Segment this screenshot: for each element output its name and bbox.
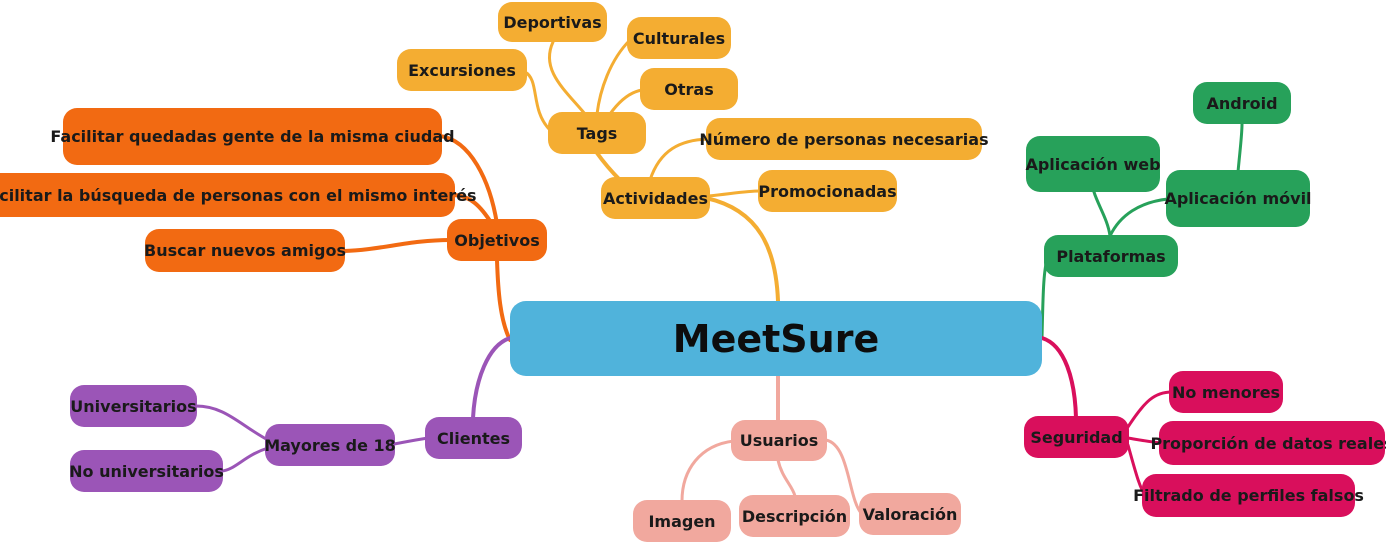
topic-usuarios[interactable]: Usuarios	[731, 420, 827, 461]
link-objetivos-amigos	[342, 238, 452, 253]
link-central-objetivos	[495, 258, 512, 342]
link-usuarios-imagen	[680, 439, 736, 503]
subtopic-android[interactable]: Android	[1193, 82, 1291, 124]
topic-plataformas[interactable]: Plataformas	[1044, 235, 1178, 277]
subtopic-aplicacion-web[interactable]: Aplicación web	[1025, 136, 1161, 192]
subtopic-valoracion[interactable]: Valoración	[859, 493, 961, 535]
subtopic-no-menores[interactable]: No menores	[1169, 371, 1283, 413]
link-central-actividades	[704, 196, 780, 303]
topic-clientes[interactable]: Clientes	[425, 417, 522, 459]
topic-tags[interactable]: Tags	[548, 112, 646, 154]
subtopic-aplicacion-movil[interactable]: Aplicación móvil	[1164, 170, 1312, 227]
subtopic-no-universitarios[interactable]: No universitarios	[69, 450, 224, 492]
subtopic-excursiones[interactable]: Excursiones	[397, 49, 527, 91]
link-actividades-promo	[706, 189, 762, 198]
subtopic-proporcion-datos[interactable]: Proporción de datos reales	[1150, 421, 1386, 465]
central-topic[interactable]: MeetSure	[510, 301, 1042, 376]
topic-actividades[interactable]: Actividades	[601, 177, 710, 219]
link-seguridad-nomenores	[1124, 390, 1174, 432]
link-tags-deportivas	[547, 40, 587, 116]
link-central-seguridad	[1040, 336, 1078, 420]
subtopic-numero-personas[interactable]: Número de personas necesarias	[699, 118, 989, 160]
link-central-clientes	[471, 336, 512, 420]
link-plataformas-movil	[1108, 197, 1170, 238]
subtopic-promocionadas[interactable]: Promocionadas	[758, 170, 897, 212]
link-objetivos-quedadas	[438, 134, 499, 226]
link-actividades-tags	[595, 151, 622, 182]
subtopic-descripcion[interactable]: Descripción	[739, 495, 850, 537]
link-tags-excursiones	[523, 70, 552, 132]
link-mayores-universitarios	[194, 404, 270, 442]
subtopic-filtrado-perfiles[interactable]: Filtrado de perfiles falsos	[1133, 474, 1364, 517]
subtopic-facilitar-busqueda[interactable]: Facilitar la búsqueda de personas con el…	[0, 173, 477, 217]
subtopic-deportivas[interactable]: Deportivas	[498, 2, 607, 42]
subtopic-facilitar-quedadas[interactable]: Facilitar quedadas gente de la misma ciu…	[50, 108, 455, 165]
link-movil-android	[1236, 122, 1244, 174]
topic-seguridad[interactable]: Seguridad	[1024, 416, 1129, 458]
link-usuarios-descripcion	[776, 458, 797, 498]
link-usuarios-valoracion	[824, 438, 864, 516]
link-mayores-nouniversitarios	[220, 446, 270, 473]
link-plataformas-web	[1092, 190, 1112, 238]
link-tags-culturales	[595, 38, 632, 116]
link-actividades-numero	[648, 137, 710, 182]
subtopic-imagen[interactable]: Imagen	[633, 500, 731, 542]
link-tags-otras	[608, 88, 644, 116]
subtopic-buscar-amigos[interactable]: Buscar nuevos amigos	[144, 229, 346, 272]
subtopic-otras[interactable]: Otras	[640, 68, 738, 110]
subtopic-mayores-18[interactable]: Mayores de 18	[264, 424, 396, 466]
topic-objetivos[interactable]: Objetivos	[447, 219, 547, 261]
subtopic-universitarios[interactable]: Universitarios	[70, 385, 197, 427]
subtopic-culturales[interactable]: Culturales	[627, 17, 731, 59]
link-clientes-mayores	[392, 436, 430, 446]
